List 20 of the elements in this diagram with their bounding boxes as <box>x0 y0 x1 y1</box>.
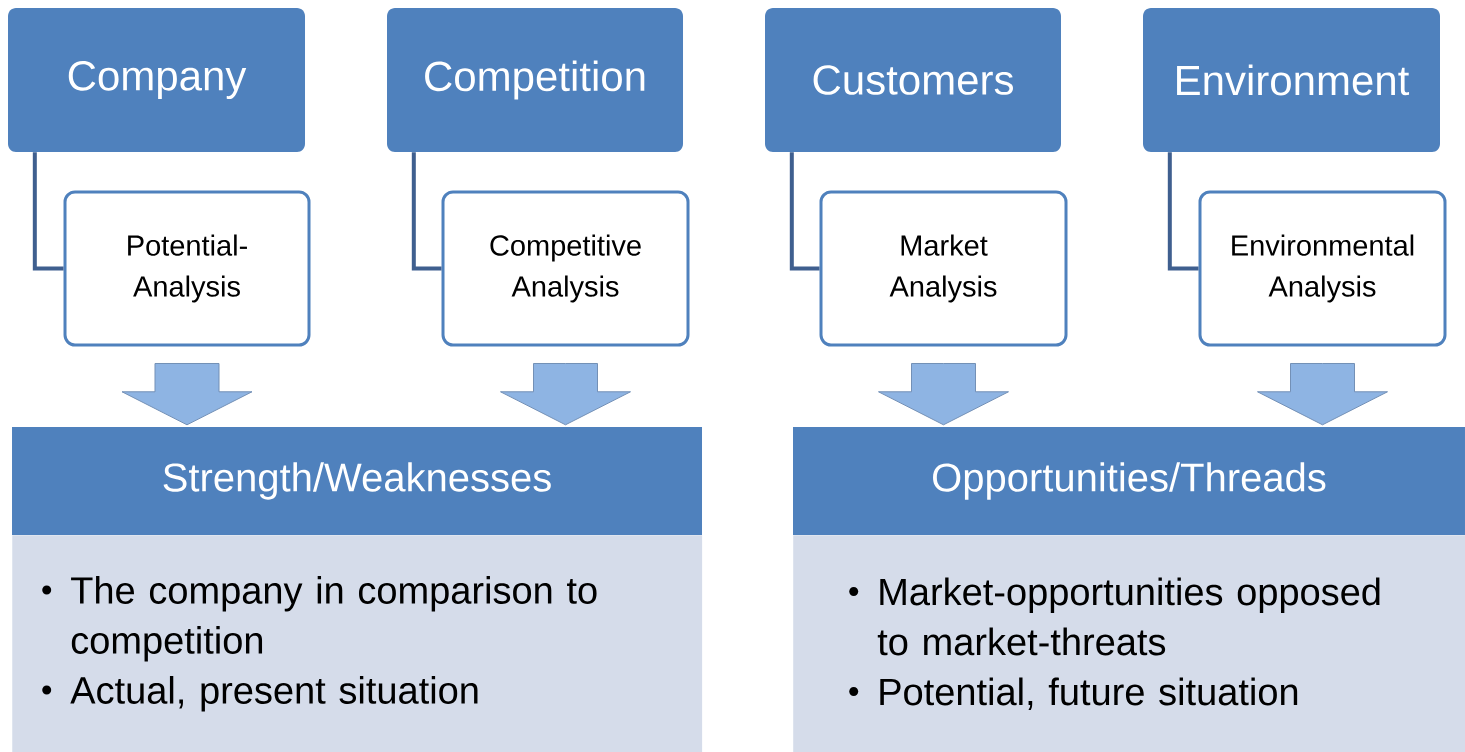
bullet-panel: Market-opportunities opposed to market-threats Potential, future situation <box>793 535 1465 752</box>
category-box: Company <box>8 8 305 152</box>
category-box: Environment <box>1143 8 1440 152</box>
category-box: Competition <box>387 8 683 152</box>
connector-line <box>32 152 64 271</box>
analysis-box: Market Analysis <box>819 190 1068 347</box>
bullet-panel: The company in comparison to competition Actual, present situation <box>12 535 703 752</box>
connector-line <box>789 152 820 271</box>
connector-line <box>411 152 442 271</box>
category-box: Customers <box>765 8 1061 152</box>
block-arrow <box>878 363 1009 426</box>
block-arrow <box>500 363 631 426</box>
block-arrow <box>121 363 253 426</box>
analysis-box: Environmental Analysis <box>1198 190 1447 347</box>
block-arrow <box>1257 363 1388 426</box>
analysis-box: Competitive Analysis <box>441 190 690 347</box>
panel-header: Opportunities/Threads <box>793 427 1465 535</box>
panel-header: Strength/Weaknesses <box>12 427 702 535</box>
analysis-box: Potential-Analysis <box>63 190 311 347</box>
connector-line <box>1167 152 1199 271</box>
